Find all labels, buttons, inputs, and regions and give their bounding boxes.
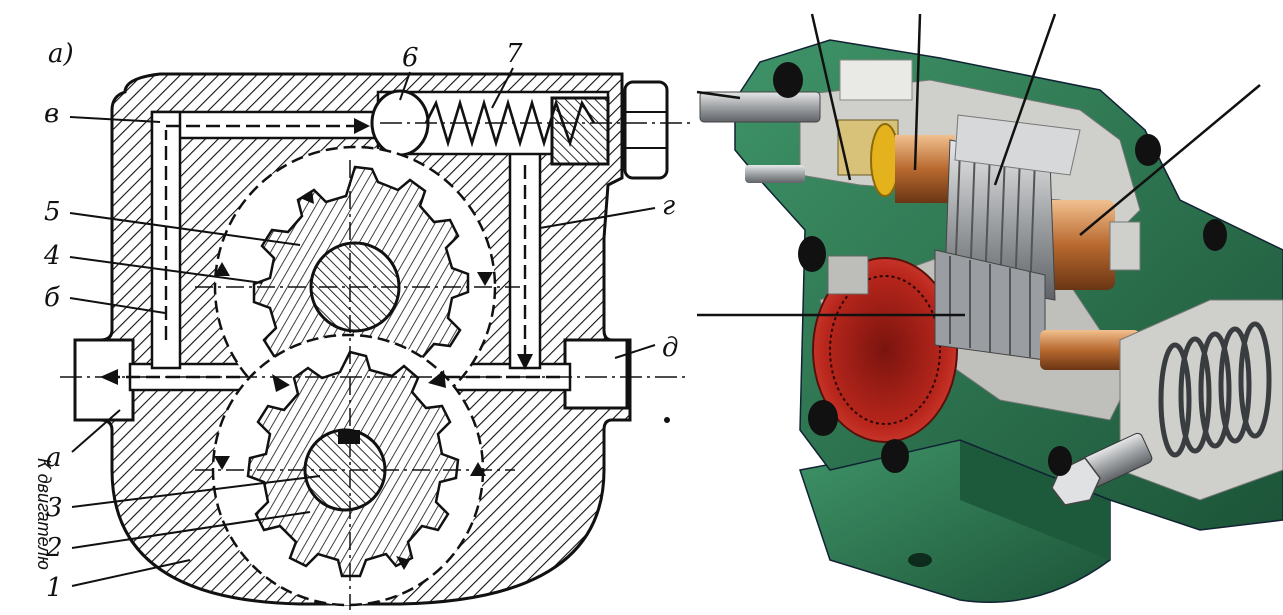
flow-arrowheads — [100, 118, 533, 392]
label-v: в — [44, 99, 59, 129]
port-a — [73, 338, 135, 422]
seal-ring — [870, 123, 900, 197]
leader-lines — [69, 67, 656, 587]
housing-bolts — [773, 62, 1227, 476]
cross-section-drawing: а) в 5 4 б а 3 2 1 6 7 г д К двигателю — [34, 39, 690, 610]
label-d: д — [662, 333, 678, 363]
panel-label: а) — [48, 39, 74, 69]
label-g: г — [662, 191, 675, 221]
label-3: 3 — [46, 493, 63, 523]
upper-bushing — [895, 135, 955, 203]
cutaway-leader-lines — [696, 13, 1261, 317]
inlet-bore — [812, 257, 958, 443]
label-1: 1 — [46, 573, 63, 603]
relief-valve-spring — [1158, 321, 1272, 458]
label-6: 6 — [402, 43, 419, 73]
port-d — [563, 338, 629, 410]
gear-lower-3d — [934, 249, 1046, 361]
driven-gear — [211, 333, 485, 607]
dot-mark — [664, 417, 670, 423]
label-b: б — [44, 283, 60, 313]
label-2: 2 — [45, 533, 63, 563]
label-5: 5 — [44, 197, 61, 227]
label-4: 4 — [43, 241, 61, 271]
label-7: 7 — [506, 39, 523, 69]
flow-arrows — [100, 124, 560, 379]
label-a: а — [46, 443, 62, 473]
lower-bushing — [1040, 330, 1140, 370]
rotation-arrows — [214, 190, 493, 570]
valve-spring — [424, 98, 596, 148]
cutaway-rendering — [696, 13, 1283, 603]
side-caption: К двигателю — [34, 458, 54, 570]
drive-shaft — [699, 91, 821, 123]
valve-cap-nut — [623, 80, 669, 180]
